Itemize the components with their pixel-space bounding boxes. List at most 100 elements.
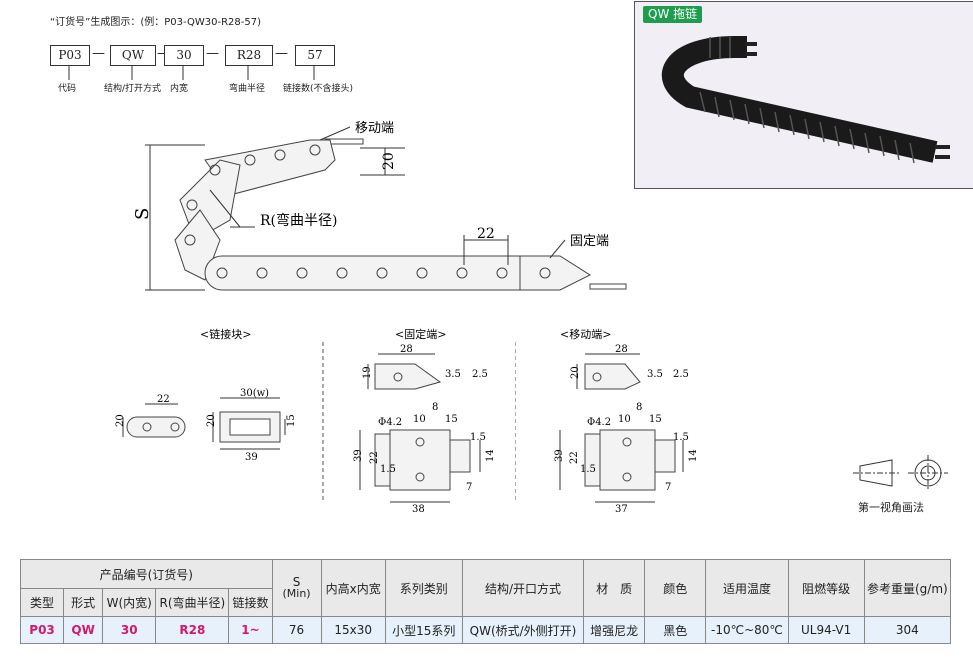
fe-d19: 19	[362, 366, 373, 379]
fe-title: <固定端>	[395, 327, 446, 341]
fe-d15c: 1.5	[380, 464, 396, 475]
order-code-title: “订货号”生成图示：(例：P03-QW30-R28-57)	[50, 17, 261, 28]
code-label-type: 代码	[58, 84, 77, 94]
me-d22: 22	[569, 451, 580, 464]
s-header: S(Min)	[271, 559, 322, 617]
cell-weight: 304	[863, 616, 952, 644]
cell-links: 1~	[228, 616, 273, 644]
col-type: 类型	[19, 588, 65, 617]
code-dash: —	[92, 46, 105, 61]
product-photo	[634, 1, 973, 189]
cell-color: 黑色	[644, 616, 707, 644]
lb-dim-30w: 30(w)	[240, 388, 269, 399]
col-form: 形式	[63, 588, 104, 617]
dim-22: 22	[477, 226, 495, 242]
projection-label: 第一视角画法	[858, 501, 924, 514]
lb-dim-20b: 20	[206, 414, 217, 427]
table-row: P03 QW 30 R28 1~ 76 15x30 小型15系列 QW(桥式/外…	[19, 616, 952, 644]
cell-form: QW	[63, 616, 104, 644]
header-temp: 适用温度	[705, 559, 789, 617]
me-d39: 39	[554, 449, 565, 462]
me-d15: 15	[649, 414, 662, 425]
cell-flame: UL94-V1	[787, 616, 865, 644]
chain-main-drawing: S 20 22 R(弯曲半径) 移动端 固定端	[132, 121, 627, 291]
fe-d39: 39	[353, 449, 364, 462]
header-structure: 结构/开口方式	[461, 559, 585, 617]
me-d28: 28	[615, 344, 628, 355]
cell-type: P03	[19, 616, 65, 644]
projection-symbol	[853, 455, 948, 491]
order-code-connectors	[68, 65, 315, 80]
fe-d38: 38	[412, 504, 425, 512]
cell-material: 增强尼龙	[583, 616, 646, 644]
code-box-links: 57	[295, 45, 335, 66]
cell-temp: -10℃~80℃	[705, 616, 789, 644]
radius-label: R(弯曲半径)	[260, 212, 337, 229]
fe-d7: 7	[466, 482, 472, 493]
cell-size: 15x30	[320, 616, 386, 644]
code-label-links: 链接数(不含接头)	[283, 84, 354, 94]
me-d15c: 1.5	[580, 464, 596, 475]
moving-end-view: <移动端> 28 20 3.5 2.5 Φ4.2 10 8 15 1.5 39 …	[515, 328, 699, 512]
photo-tag: QW 拖链	[643, 6, 703, 23]
fe-d8: 8	[432, 402, 438, 413]
cell-series: 小型15系列	[384, 616, 463, 644]
drag-chain-photo	[661, 36, 950, 164]
fixed-end-label: 固定端	[570, 234, 609, 249]
me-d10: 10	[618, 414, 631, 425]
lb-dim-22: 22	[157, 394, 170, 405]
code-label-form: 结构/打开方式	[104, 84, 162, 94]
me-d35: 3.5	[647, 369, 663, 380]
me-title: <移动端>	[560, 328, 611, 341]
header-weight: 参考重量(g/m)	[863, 559, 952, 617]
col-radius: R(弯曲半径)	[155, 588, 230, 617]
me-d15b: 1.5	[673, 432, 689, 443]
me-d25: 2.5	[673, 369, 689, 380]
me-d7: 7	[665, 482, 671, 493]
fe-d10: 10	[413, 414, 426, 425]
me-phi: Φ4.2	[587, 417, 611, 428]
code-box-type: P03	[50, 45, 90, 66]
fe-d28: 28	[400, 344, 413, 355]
code-box-radius: R28	[225, 45, 273, 66]
fe-d35: 3.5	[445, 369, 461, 380]
fe-d15: 15	[445, 414, 458, 425]
header-series: 系列类别	[384, 559, 463, 617]
fe-phi: Φ4.2	[378, 417, 402, 428]
code-label-radius: 弯曲半径	[229, 84, 266, 94]
me-d8: 8	[636, 402, 642, 413]
lb-dim-15: 15	[286, 414, 297, 427]
link-block-title: <链接块>	[200, 327, 251, 341]
header-material: 材 质	[583, 559, 646, 617]
fe-d15b: 1.5	[470, 432, 486, 443]
code-box-form: QW	[110, 45, 156, 66]
header-flame: 阻燃等级	[787, 559, 865, 617]
cell-radius: R28	[155, 616, 230, 644]
spec-table: 产品编号(订货号) S(Min) 内高x内宽 系列类别 结构/开口方式 材 质 …	[19, 559, 952, 644]
code-dash: —	[206, 46, 219, 61]
me-d37: 37	[615, 504, 628, 512]
lb-dim-20a: 20	[115, 414, 126, 427]
dim-s: S	[132, 208, 153, 220]
cell-width: 30	[102, 616, 157, 644]
header-color: 颜色	[644, 559, 707, 617]
code-dash: —	[275, 46, 288, 61]
me-d20: 20	[570, 366, 581, 379]
col-links: 链接数	[228, 588, 273, 617]
lb-dim-39: 39	[245, 452, 258, 463]
code-label-width: 内宽	[170, 84, 189, 94]
fe-d14: 14	[485, 449, 496, 462]
group-header: 产品编号(订货号)	[20, 559, 273, 589]
moving-end-label: 移动端	[355, 121, 394, 136]
code-box-width: 30	[164, 45, 204, 66]
me-d14: 14	[688, 449, 699, 462]
dim-20: 20	[381, 152, 397, 170]
cell-s: 76	[271, 616, 322, 644]
fe-d25: 2.5	[472, 369, 488, 380]
fixed-end-view: <固定端> 28 19 3.5 2.5 Φ4.2 10 8 15 1.5 39 …	[322, 327, 496, 512]
link-block-view: <链接块> 22 20 30(w) 20 15 39	[115, 327, 297, 463]
fe-d22: 22	[369, 451, 380, 464]
cell-structure: QW(桥式/外侧打开)	[461, 616, 585, 644]
col-width: W(内宽)	[102, 588, 157, 617]
header-size: 内高x内宽	[320, 559, 386, 617]
